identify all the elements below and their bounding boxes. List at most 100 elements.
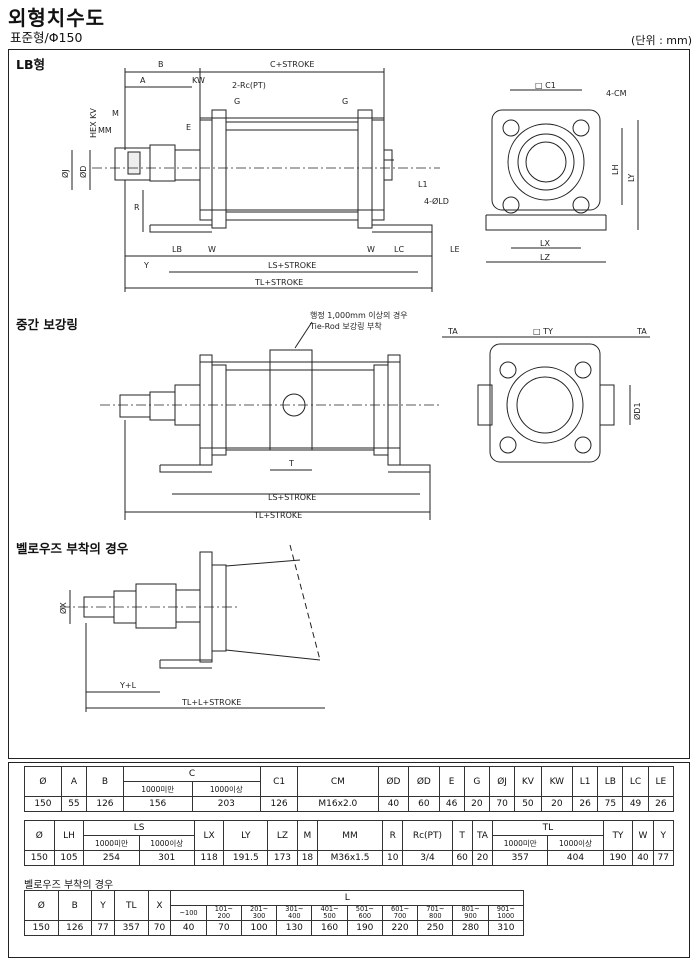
t1-h-d2: ØD xyxy=(408,766,440,797)
mid-front-view xyxy=(442,336,650,463)
dim-mm: MM xyxy=(98,126,112,135)
dim-phi-x: ØX xyxy=(58,602,68,614)
t2-cell: 20 xyxy=(471,850,494,866)
t3-cell: 190 xyxy=(346,920,383,936)
lb-side-view xyxy=(71,68,440,292)
t1-h-kv: KV xyxy=(514,766,542,797)
t2-h-y: Y xyxy=(652,820,675,851)
dim-mid-tl: TL+STROKE xyxy=(253,511,302,520)
t2-cell: 77 xyxy=(652,850,675,866)
t2-cell: 301 xyxy=(138,850,195,866)
dim-ta2: TA xyxy=(636,327,647,336)
dim-ly: LY xyxy=(627,174,636,182)
dim-g: G xyxy=(234,97,240,106)
t1-h-lb: LB xyxy=(597,766,624,797)
table-panel xyxy=(8,762,690,958)
t3-h-phi: Ø xyxy=(24,890,59,921)
lb-front-view xyxy=(485,89,639,263)
dim-w: W xyxy=(208,245,216,254)
t1-cell: 70 xyxy=(488,796,516,812)
t1-cell: 50 xyxy=(514,796,542,812)
bellows-side-view xyxy=(60,544,325,712)
dim-phi-d1: ØD1 xyxy=(632,402,642,420)
dim-kw: KW xyxy=(192,76,205,85)
dim-c-stroke: C+STROKE xyxy=(270,60,314,69)
t1-h-le: LE xyxy=(647,766,675,797)
dim-lz: LZ xyxy=(540,253,550,262)
drawing-labels: B C+STROKE A KW 2-Rc(PT) G G M MM E L1 4… xyxy=(98,60,647,707)
t1-cell: 150 xyxy=(24,796,62,812)
dim-rc: 2-Rc(PT) xyxy=(232,81,266,90)
dim-lb: LB xyxy=(172,245,182,254)
dim-tl: TL+STROKE xyxy=(254,278,303,287)
t3-h-b: B xyxy=(57,890,93,921)
dim-r: R xyxy=(134,203,140,212)
t1-cell: 26 xyxy=(647,796,675,812)
dim-phi-d: ØD xyxy=(78,166,88,178)
page-subtitle: 표준형/Φ150 xyxy=(10,30,83,45)
t3-cell: 310 xyxy=(487,920,525,936)
t3-cell: 77 xyxy=(91,920,115,936)
dim-e: E xyxy=(186,123,191,132)
mid-side-view xyxy=(100,321,440,520)
note-tierod: Tie-Rod 보강링 부착 xyxy=(309,321,382,331)
dim-lh: LH xyxy=(611,165,620,175)
section-title-mid: 중간 보강링 xyxy=(16,317,78,332)
dim-mid-ls: LS+STROKE xyxy=(268,493,316,502)
dim-t: T xyxy=(288,459,294,468)
note-stroke: 행정 1,000mm 이상의 경우 xyxy=(310,310,408,320)
dim-y-l: Y+L xyxy=(119,681,137,690)
t1-h-j: ØJ xyxy=(488,766,516,797)
dim-ls: LS+STROKE xyxy=(268,261,316,270)
dim-ta: TA xyxy=(447,327,458,336)
t1-h-lc: LC xyxy=(622,766,649,797)
dim-lx: LX xyxy=(540,239,550,248)
t1-h-cm: CM xyxy=(296,766,379,797)
dim-m: M xyxy=(112,109,119,118)
t1-cell: 60 xyxy=(408,796,440,812)
t1-h-b: B xyxy=(86,766,124,797)
table-3-caption: 벨로우즈 부착의 경우 xyxy=(24,880,114,891)
dim-phi-j: ØJ xyxy=(60,169,70,178)
dim-c1: □ C1 xyxy=(535,81,556,90)
t2-h-ly: LY xyxy=(223,820,269,851)
t2-cell: 404 xyxy=(547,850,604,866)
t1-cell: 126 xyxy=(86,796,124,812)
dim-lc: LC xyxy=(394,245,404,254)
t1-cell: 49 xyxy=(622,796,649,812)
dim-a: A xyxy=(140,76,146,85)
t2-h-m: M xyxy=(296,820,319,851)
dim-l1: L1 xyxy=(418,180,428,189)
dim-y: Y xyxy=(143,261,149,270)
t1-cell: 55 xyxy=(60,796,88,812)
t1-h-e: E xyxy=(438,766,465,797)
t2-cell: 10 xyxy=(382,850,404,866)
t1-h-g: G xyxy=(463,766,490,797)
page-title: 외형치수도 xyxy=(8,6,105,30)
t2-cell: 105 xyxy=(53,850,85,866)
spec-table-1: Ø A B C C1 CM ØD ØD E G ØJ KV KW L1 LB L… xyxy=(24,766,675,812)
t2-cell: 18 xyxy=(296,850,319,866)
dim-le: LE xyxy=(450,245,460,254)
t1-cell: 75 xyxy=(597,796,624,812)
t2-h-lz: LZ xyxy=(267,820,298,851)
dim-b: B xyxy=(158,60,164,69)
t3-cell: 220 xyxy=(381,920,419,936)
spec-table-3: Ø B Y TL X L ~100 101~200 201~300 301~40… xyxy=(24,890,525,936)
t2-tl-sub-ge: 1000이상 xyxy=(547,835,604,851)
dim-g2: G xyxy=(342,97,348,106)
dim-tl-l: TL+L+STROKE xyxy=(181,698,241,707)
t2-cell: 190 xyxy=(602,850,634,866)
vertical-labels: HEX KV ØJ ØD LY LH ØD1 ØX xyxy=(58,108,642,614)
section-title-bellows: 벨로우즈 부착의 경우 xyxy=(16,541,129,556)
t1-cell: 203 xyxy=(191,796,262,812)
drawing-panel xyxy=(8,49,690,759)
dim-ty: □ TY xyxy=(533,327,553,336)
dim-hex-kv: HEX KV xyxy=(89,108,98,138)
t2-cell: 191.5 xyxy=(223,850,269,866)
section-title-lb: LB형 xyxy=(16,57,45,72)
dim-ld: 4-ØLD xyxy=(424,196,449,206)
t1-cell: 20 xyxy=(540,796,574,812)
dim-cm: 4-CM xyxy=(606,89,627,98)
